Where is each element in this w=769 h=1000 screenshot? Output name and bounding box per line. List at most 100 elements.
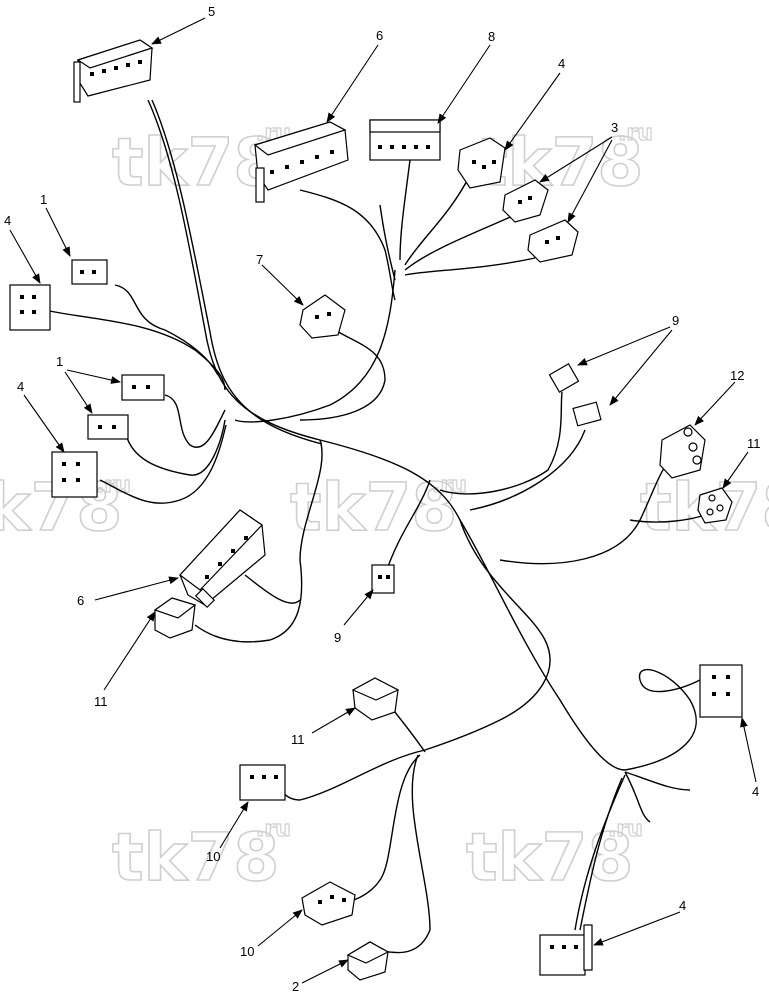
leader-12 (694, 381, 736, 426)
leader-4 (9, 229, 41, 284)
connector-10-bottom (301, 881, 356, 926)
connector-12 (659, 424, 706, 479)
leader-3b (567, 139, 613, 223)
trunk-wire (147, 99, 626, 771)
leader-4 (504, 72, 561, 151)
leader-10 (219, 801, 249, 849)
leader-6 (326, 44, 379, 123)
leader-9a (577, 326, 671, 366)
callout-label: 6 (376, 28, 383, 43)
leader-7 (261, 264, 304, 306)
connector-2 (346, 941, 390, 981)
callout-label: 9 (672, 313, 679, 328)
callout-label: 4 (752, 784, 759, 799)
watermarks: tk78 .ru tk78 .ru tk78 .ru tk78 .ru tk78… (0, 120, 769, 896)
branch-wire (44, 309, 226, 391)
leader-11 (722, 451, 749, 489)
connector-3b (527, 219, 579, 263)
connector-4-left (9, 284, 51, 331)
connector-5 (73, 39, 154, 103)
connector-3a (502, 179, 549, 223)
branch-wire (574, 774, 626, 931)
leader-1 (45, 207, 71, 257)
watermark-suffix: .ru (618, 121, 653, 146)
callout-label: 9 (334, 630, 341, 645)
branch-wire (234, 269, 396, 423)
leader-10 (257, 909, 303, 947)
branch-wire (279, 749, 426, 801)
branch-wire (164, 394, 226, 448)
connector-11-right (697, 487, 733, 524)
leader-4 (593, 911, 681, 946)
connector-9-mid (371, 564, 395, 594)
connector-4-right (699, 664, 743, 718)
branch-wire (499, 459, 671, 565)
callout-label: 1 (56, 354, 63, 369)
leader-2 (301, 959, 349, 984)
leader-5 (151, 17, 206, 45)
leader-1a (66, 369, 121, 384)
leader-6 (94, 576, 179, 601)
connector-8 (369, 119, 441, 161)
connector-1-mid-a (121, 374, 165, 401)
branch-wire (624, 771, 651, 823)
connector-1-mid-b (87, 414, 129, 440)
branch-wire (439, 391, 563, 495)
harness-wires (44, 99, 706, 954)
callout-label: 12 (730, 368, 744, 383)
connector-9-b (572, 401, 602, 427)
branch-wire (404, 257, 536, 276)
callout-label: 4 (558, 56, 565, 71)
callout-label: 1 (40, 192, 47, 207)
branch-wire (299, 189, 396, 301)
branch-wire (194, 439, 323, 643)
connector-9-a (548, 363, 580, 393)
callout-label: 11 (291, 732, 305, 747)
connector-4-bottom (539, 924, 593, 976)
trunk-wire (151, 99, 323, 445)
watermark-suffix: .ru (256, 817, 291, 842)
branch-wire (404, 214, 516, 271)
branch-wire (399, 159, 411, 261)
watermark-text: tk78 (112, 124, 279, 201)
leader-3a (539, 136, 613, 183)
branch-wire (299, 329, 386, 421)
watermark-text: tk78 (466, 819, 633, 896)
branch-wire (624, 771, 691, 791)
branch-wire (124, 419, 226, 476)
callout-label: 11 (94, 694, 108, 709)
leader-1b (64, 371, 93, 414)
connector-6-mid (179, 509, 266, 609)
connector-11-left (153, 597, 197, 639)
connector-1-top (71, 259, 108, 285)
callout-leaders (9, 17, 757, 984)
callout-label: 4 (4, 213, 11, 228)
watermark-text: tk78 (112, 819, 279, 896)
callout-label: 5 (208, 4, 215, 19)
branch-wire (424, 519, 551, 751)
watermark-suffix: .ru (608, 817, 643, 842)
branch-wire (114, 284, 219, 376)
branch-wire (244, 574, 301, 604)
callout-label: 6 (77, 593, 84, 608)
connector-11-center (351, 677, 400, 721)
callout-label: 2 (292, 979, 299, 994)
callout-label: 7 (256, 252, 263, 267)
leader-4 (23, 394, 65, 453)
branch-wire (379, 204, 396, 281)
leader-4 (740, 717, 757, 783)
leader-11 (311, 707, 356, 734)
leader-9 (343, 589, 374, 626)
leader-8 (437, 44, 491, 124)
branch-wire (377, 754, 431, 954)
branch-wire (99, 424, 227, 504)
connectors (9, 39, 743, 981)
callout-label: 3 (611, 120, 618, 135)
callout-labels: 5 6 8 4 3 1 4 7 1 4 9 12 11 6 9 11 11 10… (4, 4, 761, 994)
branch-wire (339, 754, 421, 906)
branch-wire (624, 669, 701, 771)
branch-wire (469, 429, 586, 511)
callout-label: 11 (747, 436, 761, 451)
